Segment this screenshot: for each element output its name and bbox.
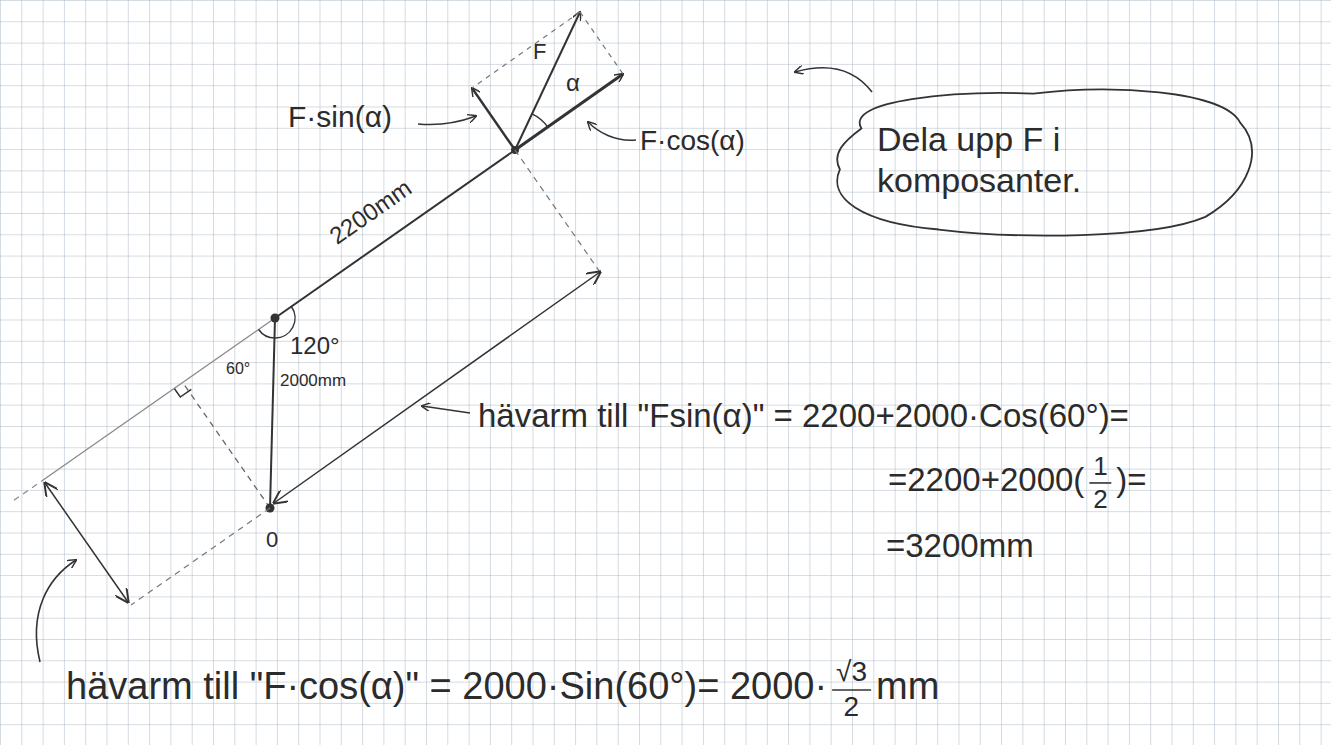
construction-line	[515, 150, 602, 275]
formula-text: =3200mm	[886, 528, 1034, 564]
fraction-bar	[1089, 482, 1111, 484]
angle-label: 120°	[290, 333, 340, 359]
fraction-bar	[832, 689, 871, 691]
angle-arc	[259, 330, 275, 339]
force-label: F	[533, 40, 546, 64]
vertical-arm	[270, 318, 275, 508]
lever-arm-dimension	[45, 483, 128, 602]
cloud-outline	[837, 90, 1252, 236]
beam-extension	[10, 478, 46, 503]
beam-extension	[46, 318, 275, 478]
angle-arc	[532, 114, 548, 127]
leader-arrow	[36, 560, 76, 662]
note-text: Dela upp F i komposanter.	[877, 119, 1207, 201]
formula-text: hävarm till "Fsin(α)" = 2200+2000·Cos(60…	[478, 398, 1129, 434]
formula-text: )=	[1116, 462, 1146, 498]
leader-arrow	[588, 122, 636, 140]
force-sin-component	[472, 88, 515, 150]
lever-arm-dimension	[274, 272, 600, 503]
construction-line	[131, 508, 270, 605]
fraction-numerator: 1	[1093, 452, 1107, 481]
component-label: F·sin(α)	[288, 100, 392, 133]
force-vector	[515, 12, 580, 150]
leader-arrow	[418, 116, 476, 125]
leader-arrow	[422, 406, 470, 413]
perpendicular	[183, 383, 270, 508]
construction-line	[472, 12, 580, 88]
formula-text: mm	[876, 666, 939, 708]
component-label: F·cos(α)	[640, 126, 745, 157]
formula-text: =2200+2000(	[888, 462, 1084, 498]
fraction-denominator: 2	[844, 692, 860, 723]
pivot-point	[271, 314, 280, 323]
angle-label: α	[566, 70, 580, 96]
construction-line	[580, 12, 623, 74]
fraction-numerator: √3	[836, 657, 867, 688]
formula-text: hävarm till "F·cos(α)" = 2000·Sin(60°)= …	[66, 666, 827, 708]
fraction-denominator: 2	[1093, 485, 1107, 514]
beam	[275, 150, 515, 318]
dimension-label: 2000mm	[280, 372, 346, 391]
leader-arrow	[795, 68, 872, 92]
right-angle-mark	[175, 389, 192, 397]
note-cloud: Dela upp F i komposanter.	[827, 81, 1257, 239]
angle-label: 60°	[226, 360, 250, 378]
point-label: 0	[266, 528, 278, 552]
cloud-outline	[827, 81, 1257, 239]
